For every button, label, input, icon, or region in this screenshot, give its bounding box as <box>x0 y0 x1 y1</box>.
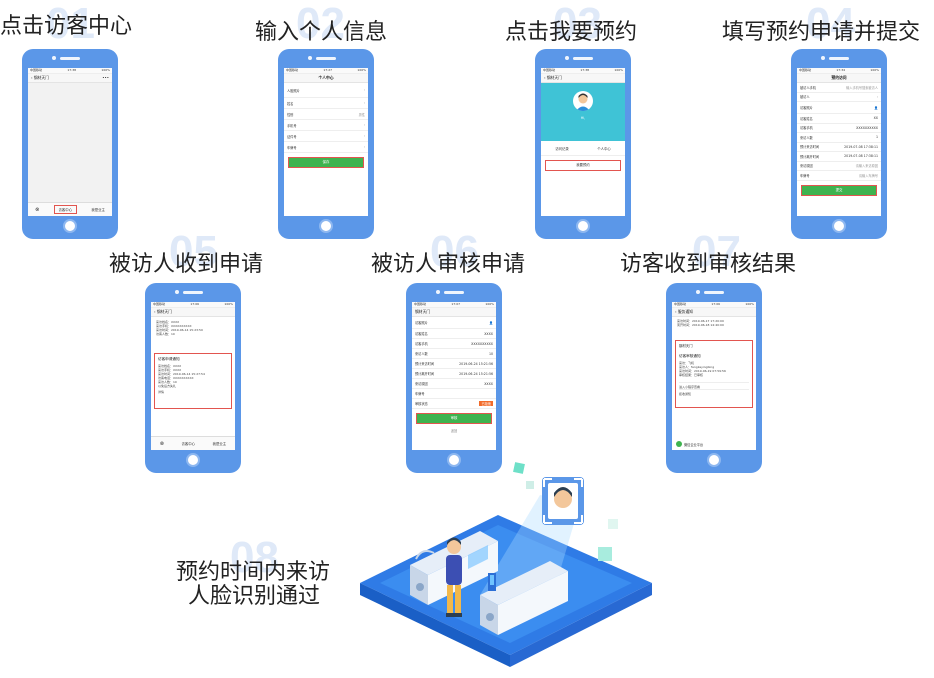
step-number: 01 <box>46 0 95 48</box>
step-number: 06 <box>430 227 479 276</box>
nav-bar: ‹ 钢材天门 <box>151 308 235 317</box>
step-title: 点击我要预约 <box>505 20 638 45</box>
save-button[interactable]: 保存 <box>288 157 364 168</box>
profile-header: Hi, <box>541 83 625 141</box>
step-title-line1: 预约时间内来访 <box>176 560 331 585</box>
open-miniapp-link[interactable]: 进入小程序查看 <box>679 382 749 389</box>
step-title: 被访人收到申请 <box>109 252 264 277</box>
tab-bar: ⊗ 访客中心 我是业主 <box>28 202 112 216</box>
step-number: 07 <box>692 227 741 276</box>
submit-button[interactable]: 提交 <box>801 184 877 196</box>
review-result-card[interactable]: 钢材天门 访客审核通知 来访：飞机来访人：fangkeyingbing 来访时间… <box>675 340 753 408</box>
nav-bar: ‹ 钢材天门••• <box>28 74 112 83</box>
status-badge: 已拒绝 <box>479 401 493 406</box>
step-title: 点击访客中心 <box>0 14 133 39</box>
visit-record-button[interactable]: 访问记录 <box>555 146 569 151</box>
step-title: 填写预约申请并提交 <box>722 20 921 45</box>
face-gate-illustration <box>360 462 652 667</box>
step-title: 访客收到审核结果 <box>620 252 797 277</box>
personal-center-button[interactable]: 个人中心 <box>597 146 611 151</box>
nav-bar: 个人中心 <box>284 74 368 83</box>
avatar <box>573 91 593 111</box>
visitor-figure <box>446 537 462 617</box>
step-title: 被访人审核申请 <box>371 252 526 277</box>
tab-visitor-center[interactable]: 访客中心 <box>181 442 196 446</box>
step-title: 输入个人信息 <box>255 20 388 45</box>
step-number: 08 <box>230 533 279 582</box>
tab-visitor-center[interactable]: 访客中心 <box>53 205 78 214</box>
wechat-icon <box>676 441 682 447</box>
tab-bar: ⊗ 访客中心 我是业主 <box>151 436 235 450</box>
nav-bar: 钢材天门 <box>412 308 496 317</box>
step-8: 08 预约时间内来访 人脸识别通过 <box>170 530 370 610</box>
nav-bar: ‹ 钢材天门 <box>541 74 625 83</box>
home-button <box>319 219 333 233</box>
turnstile-right <box>480 561 568 635</box>
home-button <box>576 219 590 233</box>
nav-bar: 预约访问 <box>797 74 881 83</box>
back-link[interactable]: 返回 <box>450 429 458 433</box>
face-scan-icon <box>542 477 584 525</box>
step-number: 04 <box>806 0 855 48</box>
tab-owner[interactable]: 我是业主 <box>212 442 227 446</box>
step-number: 05 <box>169 227 218 276</box>
home-button <box>63 219 77 233</box>
book-visit-button[interactable]: 我要预约 <box>545 160 621 171</box>
reject-notify-link[interactable]: 拒收通知 <box>679 389 749 396</box>
nav-bar: ‹ 服务通知 <box>672 308 756 317</box>
home-button <box>186 453 200 467</box>
step-number: 02 <box>296 0 345 48</box>
step-number: 03 <box>553 0 602 48</box>
step-title-line2: 人脸识别通过 <box>188 584 321 609</box>
tab-owner[interactable]: 我是业主 <box>91 208 105 212</box>
home-button <box>447 453 461 467</box>
review-button[interactable]: 审核 <box>416 413 492 424</box>
home-button <box>832 219 846 233</box>
home-button <box>707 453 721 467</box>
